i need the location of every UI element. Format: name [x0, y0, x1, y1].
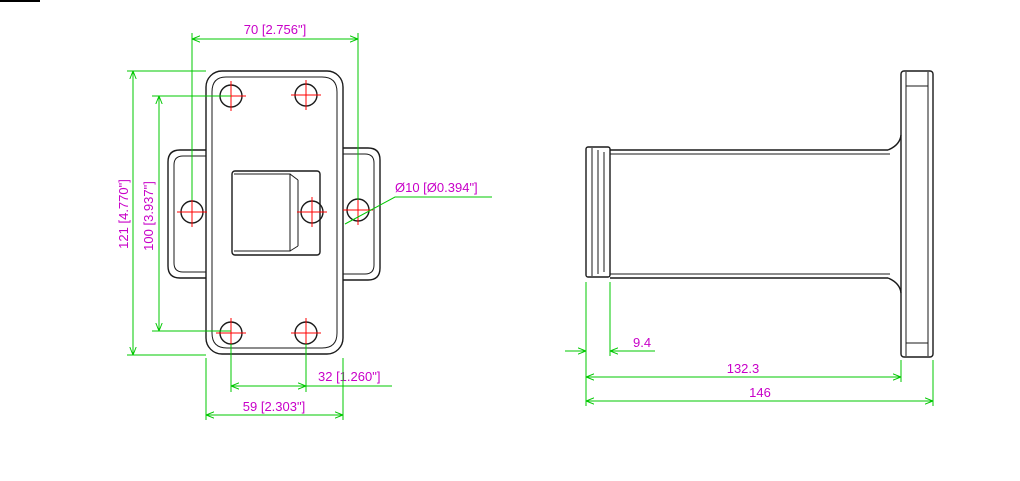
hole-top-right [291, 80, 321, 110]
dim-hole-label: Ø10 [Ø0.394"] [395, 180, 478, 195]
waveguide-opening [231, 170, 321, 256]
dim-hole-spacing-label: 32 [1.260"] [318, 369, 380, 384]
fillet-bottom [887, 277, 902, 294]
left-ear-inner [173, 155, 206, 273]
dim-height-outer: 121 [4.770"] [116, 70, 206, 356]
right-ear-outline [343, 147, 381, 281]
waveguide-inner-lip [234, 173, 291, 252]
dim-total-length: 146 [586, 360, 934, 406]
dim-hole-leader: Ø10 [Ø0.394"] [344, 180, 492, 225]
fillet-top [887, 134, 902, 151]
dim-height-inner-label: 100 [3.937"] [141, 181, 156, 251]
dim-flange-thickness-label: 9.4 [633, 335, 651, 350]
dim-height-inner: 100 [3.937"] [141, 95, 231, 332]
hole-mid-left [177, 197, 207, 227]
waveguide-lip-top [289, 173, 299, 181]
left-flange [585, 146, 611, 278]
dim-flange-width: 59 [2.303"] [205, 358, 344, 420]
dim-total-length-label: 146 [749, 385, 771, 400]
hole-bottom-right [291, 318, 321, 348]
dim-flange-width-label: 59 [2.303"] [243, 399, 305, 414]
dim-body-length: 132.3 [586, 360, 902, 382]
front-view: 70 [2.756"] 121 [4.770"] 100 [3.937"] Ø1… [116, 22, 492, 420]
corner-border-mark [0, 0, 40, 2]
left-ear-outline [167, 149, 206, 279]
left-flange-inner [591, 148, 605, 276]
right-flange [900, 70, 934, 358]
dim-height-outer-label: 121 [4.770"] [116, 179, 131, 249]
dim-body-length-label: 132.3 [727, 361, 760, 376]
side-view: 9.4 132.3 146 [565, 70, 934, 406]
right-ear-inner [343, 153, 375, 275]
dim-top-width: 70 [2.756"] [191, 22, 359, 200]
dim-hole-spacing: 32 [1.260"] [230, 344, 392, 392]
dim-flange-thickness: 9.4 [565, 282, 655, 406]
waveguide-lip-bottom [289, 245, 299, 252]
hole-bottom-left [216, 318, 246, 348]
dim-top-width-label: 70 [2.756"] [244, 22, 306, 37]
hole-mid-center [297, 197, 327, 227]
main-plate-inner [211, 76, 338, 349]
